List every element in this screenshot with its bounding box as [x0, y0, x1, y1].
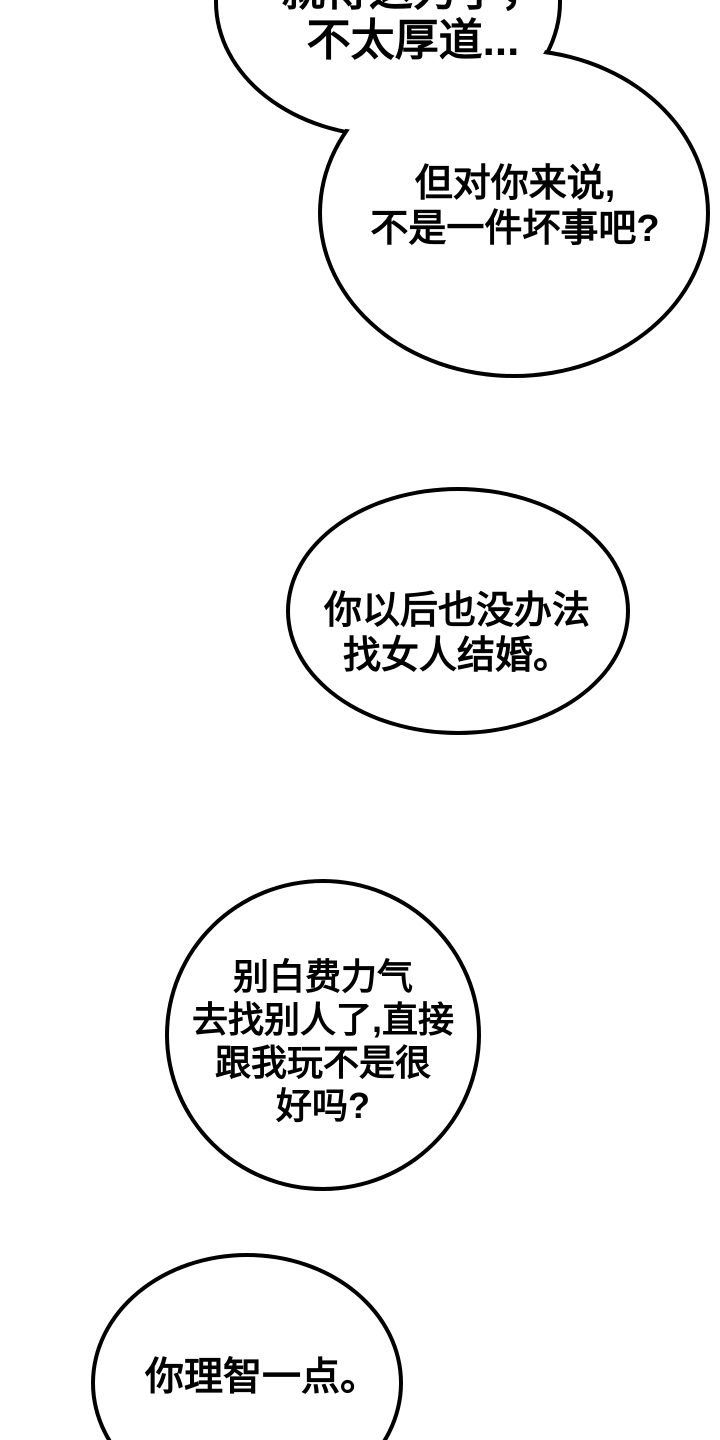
- speech-bubble-middle-text: 你以后也没办法 找女人结婚。: [257, 589, 657, 679]
- bubble-text-line: 好吗?: [276, 1085, 370, 1126]
- speech-bubble-bottom-shape: [91, 1253, 403, 1440]
- bubble-text-line: 你理智一点。: [144, 1356, 379, 1399]
- speech-bubble-middle-shape: [286, 487, 630, 735]
- bubble-text-line: 就得这力了，: [213, 0, 613, 16]
- speech-bubble-top-upper-text: 就得这力了， 不太厚道...: [213, 0, 613, 66]
- bubble-text-line: 不太厚道...: [306, 16, 520, 65]
- bubble-text-line: 不是一件坏事吧?: [370, 208, 660, 250]
- bubble-text-line: 你以后也没办法: [323, 590, 590, 632]
- bubble-text-line: 去找别人了,直接: [191, 999, 454, 1040]
- bubble-text-line: 但对你来说,: [414, 163, 616, 205]
- bubble-text-line: 跟我玩不是很: [214, 1042, 431, 1083]
- speech-bubble-lower-shape: [165, 879, 481, 1191]
- speech-bubble-lower-text: 别白费力气 去找别人了,直接 跟我玩不是很 好吗?: [123, 955, 523, 1127]
- bubble-text-line: 找女人结婚。: [342, 635, 571, 677]
- speech-bubble-bottom-text: 你理智一点。: [62, 1355, 462, 1401]
- bubble-text-line: 别白费力气: [232, 956, 413, 997]
- speech-bubble-top-lower-text: 但对你来说, 不是一件坏事吧?: [305, 162, 720, 252]
